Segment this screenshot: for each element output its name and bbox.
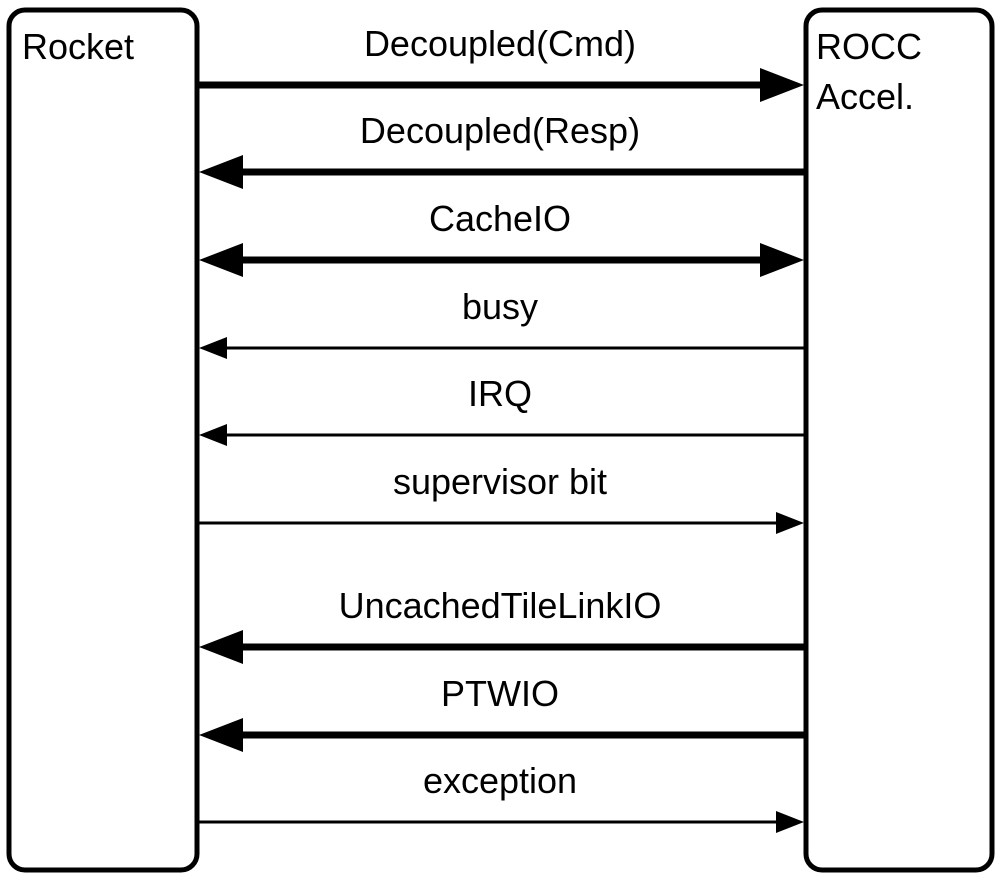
signal-irq: IRQ <box>199 373 804 446</box>
signal-busy: busy <box>199 286 804 359</box>
arrowhead-left-decoupled-resp <box>199 155 243 189</box>
arrowhead-right-exception <box>776 811 804 833</box>
signal-exception: exception <box>199 760 804 833</box>
rocc-accel-block-box <box>803 7 995 873</box>
signal-decoupled-resp: Decoupled(Resp) <box>199 110 804 189</box>
arrowhead-left-irq <box>199 424 227 446</box>
rocket-block-box <box>6 7 200 873</box>
signal-label-cacheio: CacheIO <box>429 198 571 239</box>
arrowhead-right-cacheio <box>760 243 804 277</box>
rocc-accel-label-line2: Accel. <box>816 76 914 117</box>
signal-label-busy: busy <box>462 286 538 327</box>
arrowhead-left-busy <box>199 337 227 359</box>
rocket-block-label: Rocket <box>22 26 134 67</box>
signal-supervisor-bit: supervisor bit <box>199 461 804 534</box>
signal-cacheio: CacheIO <box>199 198 804 277</box>
signal-label-uncachedtilelinkio: UncachedTileLinkIO <box>339 585 662 626</box>
signal-label-exception: exception <box>423 760 577 801</box>
signal-uncachedtilelinkio: UncachedTileLinkIO <box>199 585 804 664</box>
arrowhead-right-decoupled-cmd <box>760 68 804 102</box>
signal-ptwio: PTWIO <box>199 673 804 752</box>
rocc-accel-block: ROCC Accel. <box>803 7 995 873</box>
signal-label-ptwio: PTWIO <box>441 673 559 714</box>
arrowhead-left-cacheio <box>199 243 243 277</box>
rocc-accel-label-line1: ROCC <box>816 26 922 67</box>
arrowhead-left-uncachedtilelinkio <box>199 630 243 664</box>
arrowhead-right-supervisor-bit <box>776 512 804 534</box>
signal-label-irq: IRQ <box>468 373 532 414</box>
rocket-block: Rocket <box>6 7 200 873</box>
signal-label-supervisor-bit: supervisor bit <box>393 461 607 502</box>
signals-group: Decoupled(Cmd) Decoupled(Resp) CacheIO busy… <box>199 23 804 833</box>
signal-decoupled-cmd: Decoupled(Cmd) <box>199 23 804 102</box>
signal-label-decoupled-cmd: Decoupled(Cmd) <box>364 23 636 64</box>
signal-label-decoupled-resp: Decoupled(Resp) <box>360 110 640 151</box>
arrowhead-left-ptwio <box>199 718 243 752</box>
